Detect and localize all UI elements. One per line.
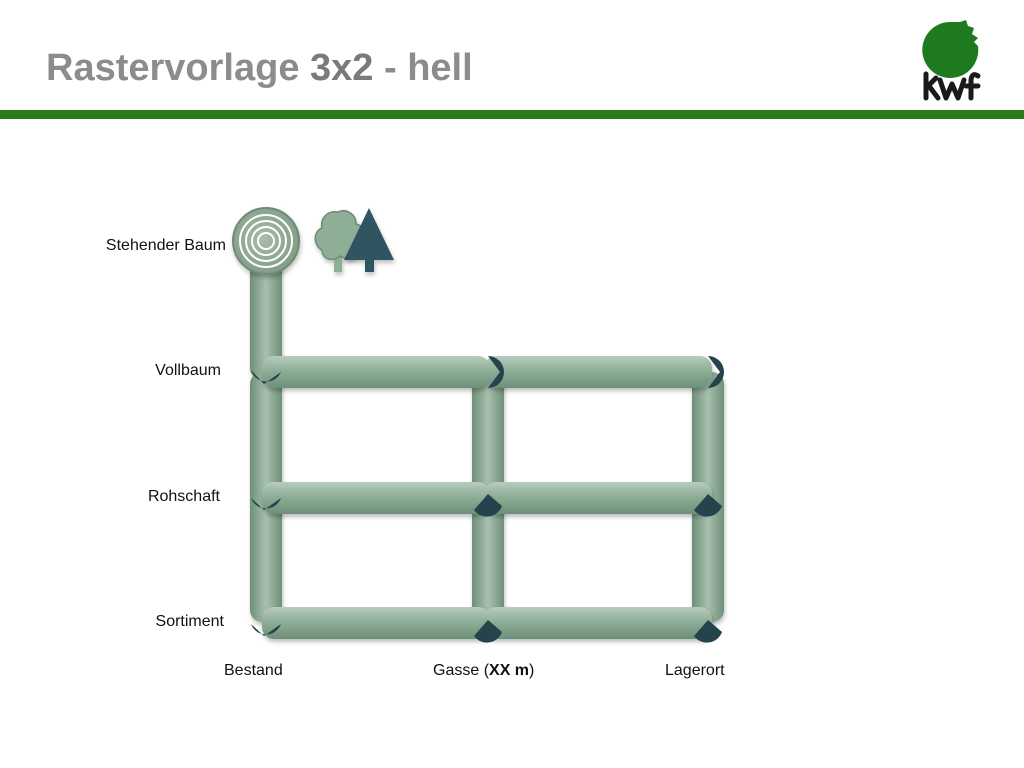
column-label-bestand: Bestand <box>224 662 283 679</box>
pipe-rohschaft-row-1 <box>262 482 490 514</box>
title-main: Rastervorlage <box>46 47 311 89</box>
page-title: Rastervorlage 3x2 - hell <box>46 44 473 92</box>
kwf-logo <box>922 20 981 101</box>
horizontal-pipes <box>262 356 712 639</box>
pipe-sortiment-row-2 <box>484 607 712 639</box>
joint-bestand-sortiment <box>251 624 281 636</box>
row-label-rohschaft: Rohschaft <box>147 488 220 505</box>
joint-bestand-vollbaum <box>251 370 281 384</box>
joint-lagerort-vollbaum <box>708 356 724 388</box>
tree-ring-icon <box>232 207 300 275</box>
row-label-vollbaum: Vollbaum <box>155 362 221 379</box>
pipe-sortiment-row-1 <box>262 607 490 639</box>
joint-gasse-vollbaum <box>488 356 504 388</box>
row-label-sortiment: Sortiment <box>155 613 224 630</box>
logo-lettering <box>923 71 981 101</box>
row-label-stehender-baum: Stehender Baum <box>105 237 226 254</box>
pipe-vollbaum-row-1 <box>262 356 490 388</box>
joint-lagerort-sortiment <box>694 620 722 643</box>
header-accent-bar <box>0 110 1024 119</box>
pipe-joints <box>251 356 724 643</box>
gasse-suffix: ) <box>529 662 535 679</box>
vertical-pipes <box>250 250 724 622</box>
joint-gasse-sortiment <box>474 620 502 643</box>
gasse-width: XX m <box>489 662 530 679</box>
title-grid-size: 3x2 <box>310 47 374 89</box>
title-variant: - hell <box>373 47 473 89</box>
joint-lagerort-rohschaft <box>694 494 722 517</box>
gasse-prefix: Gasse ( <box>433 662 490 679</box>
column-label-lagerort: Lagerort <box>665 662 725 679</box>
pipe-trunk <box>250 250 282 380</box>
logo-tree-crown <box>922 20 979 78</box>
joint-gasse-rohschaft <box>474 494 502 517</box>
joint-bestand-rohschaft <box>251 498 281 510</box>
pipe-vollbaum-row-2 <box>484 356 712 388</box>
pipe-rohschaft-row-2 <box>484 482 712 514</box>
column-label-gasse: Gasse (XX m) <box>433 662 534 680</box>
conifer-tree-icon <box>344 208 394 272</box>
